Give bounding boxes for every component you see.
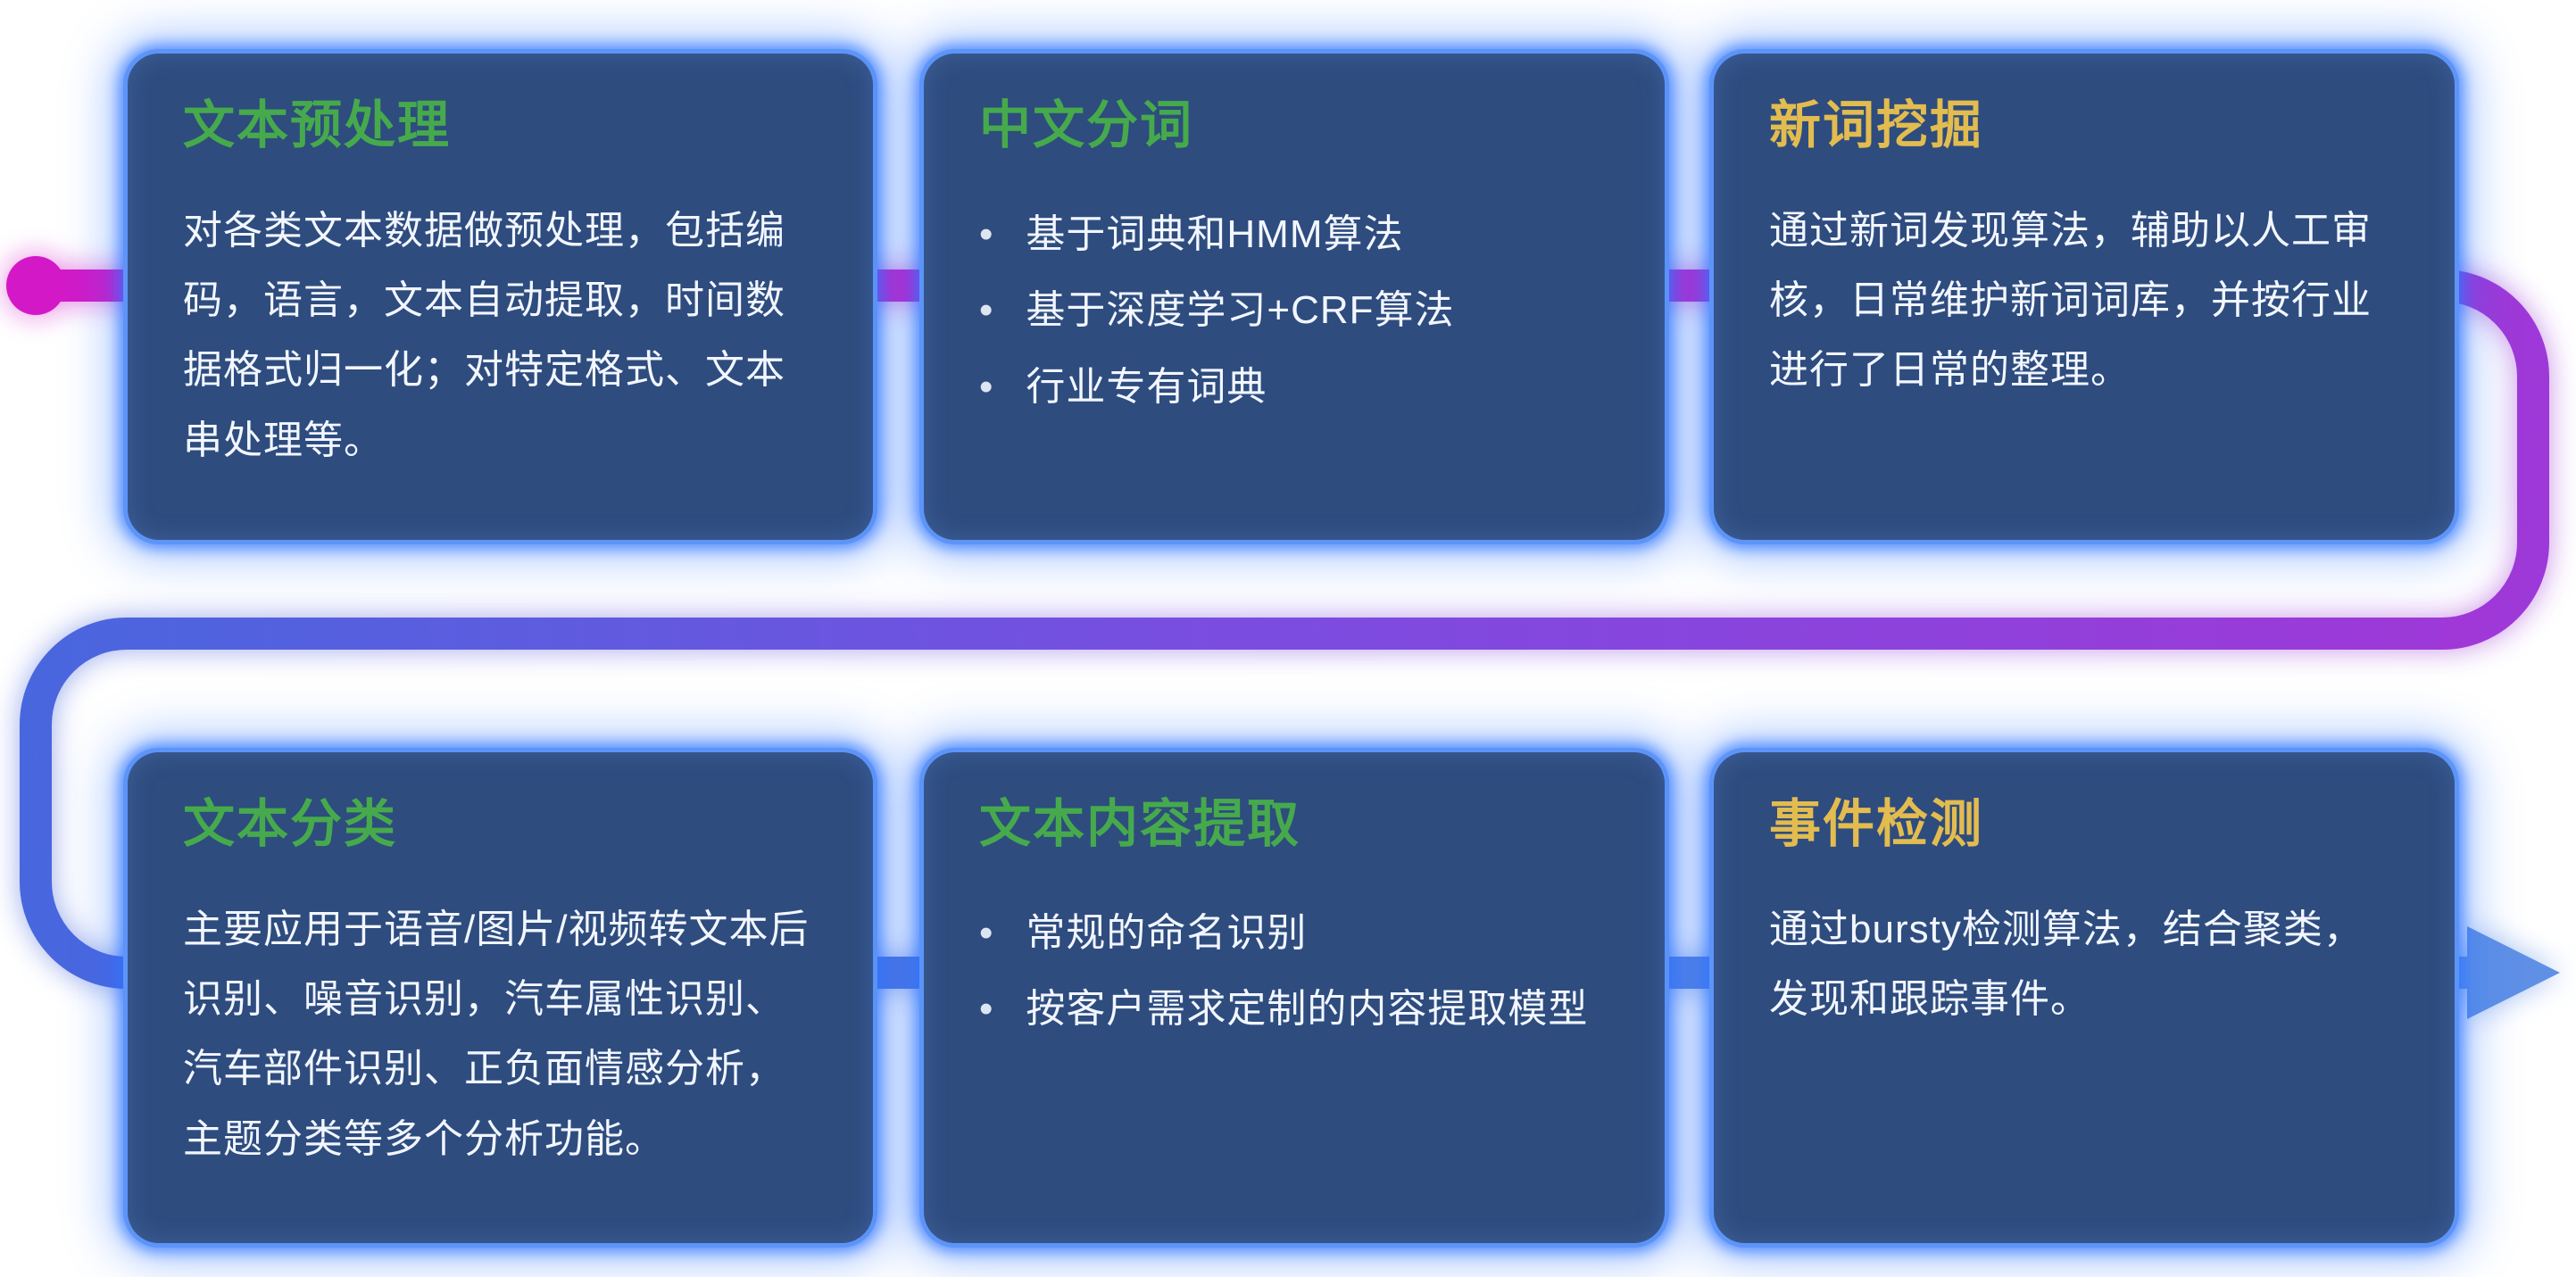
bullet-text: 常规的命名识别 [1026,910,1308,955]
card-body-text: 主要应用于语音/图片/视频转文本后识别、噪音识别，汽车属性识别、汽车部件识别、正… [183,907,810,1161]
card-title: 文本内容提取 [979,795,1301,853]
card-title: 新词挖掘 [1769,96,1984,154]
card-text-preprocessing: 文本预处理 对各类文本数据做预处理，包括编码，语言，文本自动提取，时间数据格式归… [123,49,877,544]
bullet-icon: • [979,365,994,410]
bullet-icon: • [979,288,994,333]
card-title: 中文分词 [979,96,1194,154]
list-item: • 按客户需求定制的内容提取模型 [979,971,1609,1048]
card-title: 文本分类 [183,795,398,853]
bullet-text: 基于词典和HMM算法 [1026,211,1404,256]
card-chinese-word-segmentation: 中文分词 • 基于词典和HMM算法 • 基于深度学习+CRF算法 • 行业专有词… [919,49,1669,544]
card-body-text: 通过新词发现算法，辅助以人工审核，日常维护新词词库，并按行业进行了日常的整理。 [1769,208,2372,393]
card-title: 事件检测 [1769,795,1984,853]
list-item: • 行业专有词典 [979,349,1609,426]
card-event-detection: 事件检测 通过bursty检测算法，结合聚类，发现和跟踪事件。 [1709,748,2459,1248]
card-text-content-extraction: 文本内容提取 • 常规的命名识别 • 按客户需求定制的内容提取模型 [919,748,1669,1248]
bullet-text: 按客户需求定制的内容提取模型 [1026,987,1589,1032]
bullet-icon: • [979,910,994,955]
bullet-text: 基于深度学习+CRF算法 [1026,288,1455,333]
bullet-icon: • [979,211,994,256]
bullet-text: 行业专有词典 [1026,365,1267,410]
bullet-icon: • [979,987,994,1032]
card-body-text: 对各类文本数据做预处理，包括编码，语言，文本自动提取，时间数据格式归一化；对特定… [183,208,785,462]
list-item: • 基于词典和HMM算法 [979,196,1609,273]
card-new-word-mining: 新词挖掘 通过新词发现算法，辅助以人工审核，日常维护新词词库，并按行业进行了日常… [1709,49,2459,544]
card-bullet-list: • 基于词典和HMM算法 • 基于深度学习+CRF算法 • 行业专有词典 [979,196,1609,426]
card-text-classification: 文本分类 主要应用于语音/图片/视频转文本后识别、噪音识别，汽车属性识别、汽车部… [123,748,877,1248]
card-body-text: 通过bursty检测算法，结合聚类，发现和跟踪事件。 [1769,907,2364,1021]
card-title: 文本预处理 [183,96,452,154]
list-item: • 基于深度学习+CRF算法 [979,272,1609,349]
card-bullet-list: • 常规的命名识别 • 按客户需求定制的内容提取模型 [979,895,1609,1049]
list-item: • 常规的命名识别 [979,895,1609,972]
